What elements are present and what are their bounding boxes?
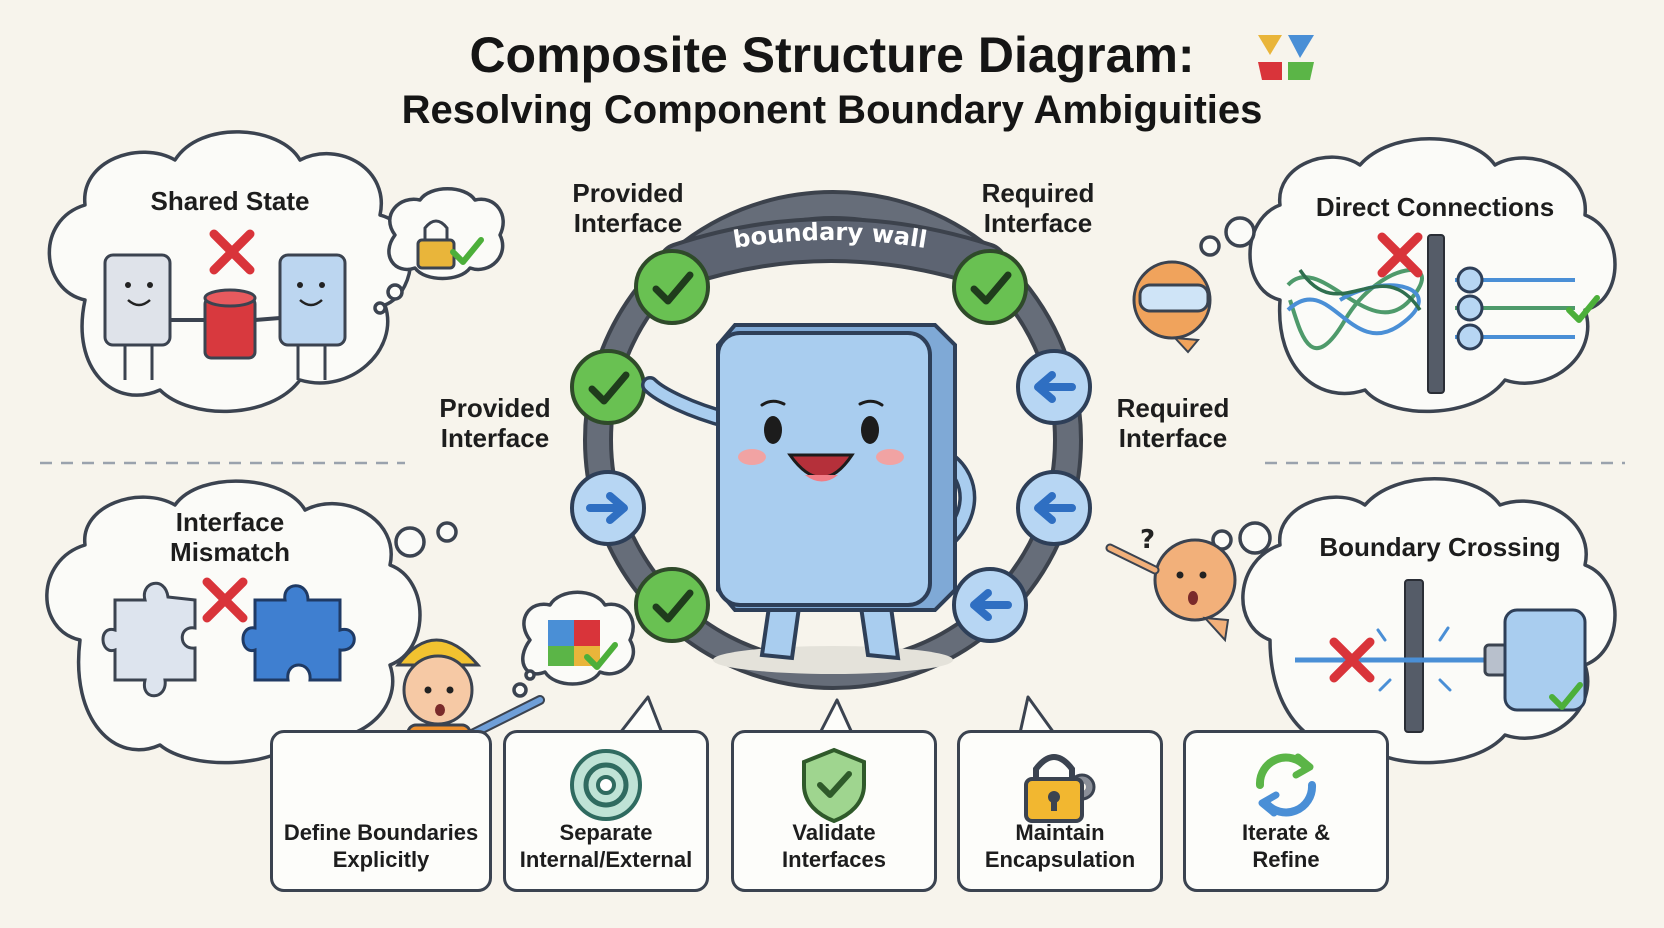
boundary-crossing-label: Boundary Crossing	[1319, 532, 1561, 562]
practice-label: Maintain Encapsulation	[984, 820, 1136, 872]
required-interface-badge-top	[954, 251, 1026, 323]
diagram-subtitle: Resolving Component Boundary Ambiguities	[401, 88, 1263, 132]
interface-mismatch-label: Interface Mismatch	[170, 507, 290, 567]
svg-text:?: ?	[1140, 525, 1155, 555]
required-port-arrow-2	[1018, 472, 1090, 544]
practice-label: Iterate & Refine	[1241, 820, 1331, 872]
interface-mismatch-illustration	[101, 582, 615, 698]
practice-card-separate: Separate Internal/External	[503, 730, 709, 892]
provided-interface-badge-bottom	[636, 569, 708, 641]
practice-label: Separate Internal/External	[519, 820, 693, 872]
cycle-arrows-icon	[1255, 753, 1317, 817]
shield-check-icon	[802, 747, 866, 824]
practice-card-validate: Validate Interfaces	[731, 730, 937, 892]
practice-card-define-boundaries: Define Boundaries Explicitly	[270, 730, 492, 892]
practice-label: Define Boundaries Explicitly	[283, 820, 479, 872]
required-interface-label-top: Required Interface	[981, 178, 1095, 238]
cloud-interface-mismatch	[45, 479, 422, 765]
diagram-title: Composite Structure Diagram:	[469, 27, 1195, 83]
direct-connections-label: Direct Connections	[1315, 192, 1555, 222]
title-logo-icon	[1258, 35, 1314, 80]
shared-state-illustration	[103, 219, 481, 380]
boundary-crossing-illustration	[1295, 579, 1587, 733]
target-icon	[570, 749, 642, 821]
required-interface-label-right: Required Interface	[1116, 393, 1230, 453]
component-character	[641, 323, 977, 674]
provided-interface-label-top: Provided Interface	[572, 178, 684, 238]
shared-state-label: Shared State	[150, 186, 310, 216]
required-port-arrow-1	[1018, 351, 1090, 423]
provided-interface-label-left: Provided Interface	[439, 393, 551, 453]
provided-interface-badge-left	[572, 351, 644, 423]
goggles-character	[1132, 260, 1212, 354]
confused-character: ?	[1105, 525, 1237, 643]
direct-connections-illustration	[1286, 235, 1597, 394]
practice-card-encapsulation: Maintain Encapsulation	[957, 730, 1163, 892]
required-port-arrow-3	[954, 569, 1026, 641]
provided-port-arrow-left	[572, 472, 644, 544]
practice-label: Validate Interfaces	[782, 820, 886, 872]
padlock-gear-icon	[1024, 754, 1096, 823]
provided-interface-badge-top	[636, 251, 708, 323]
practice-card-iterate: Iterate & Refine	[1183, 730, 1389, 892]
